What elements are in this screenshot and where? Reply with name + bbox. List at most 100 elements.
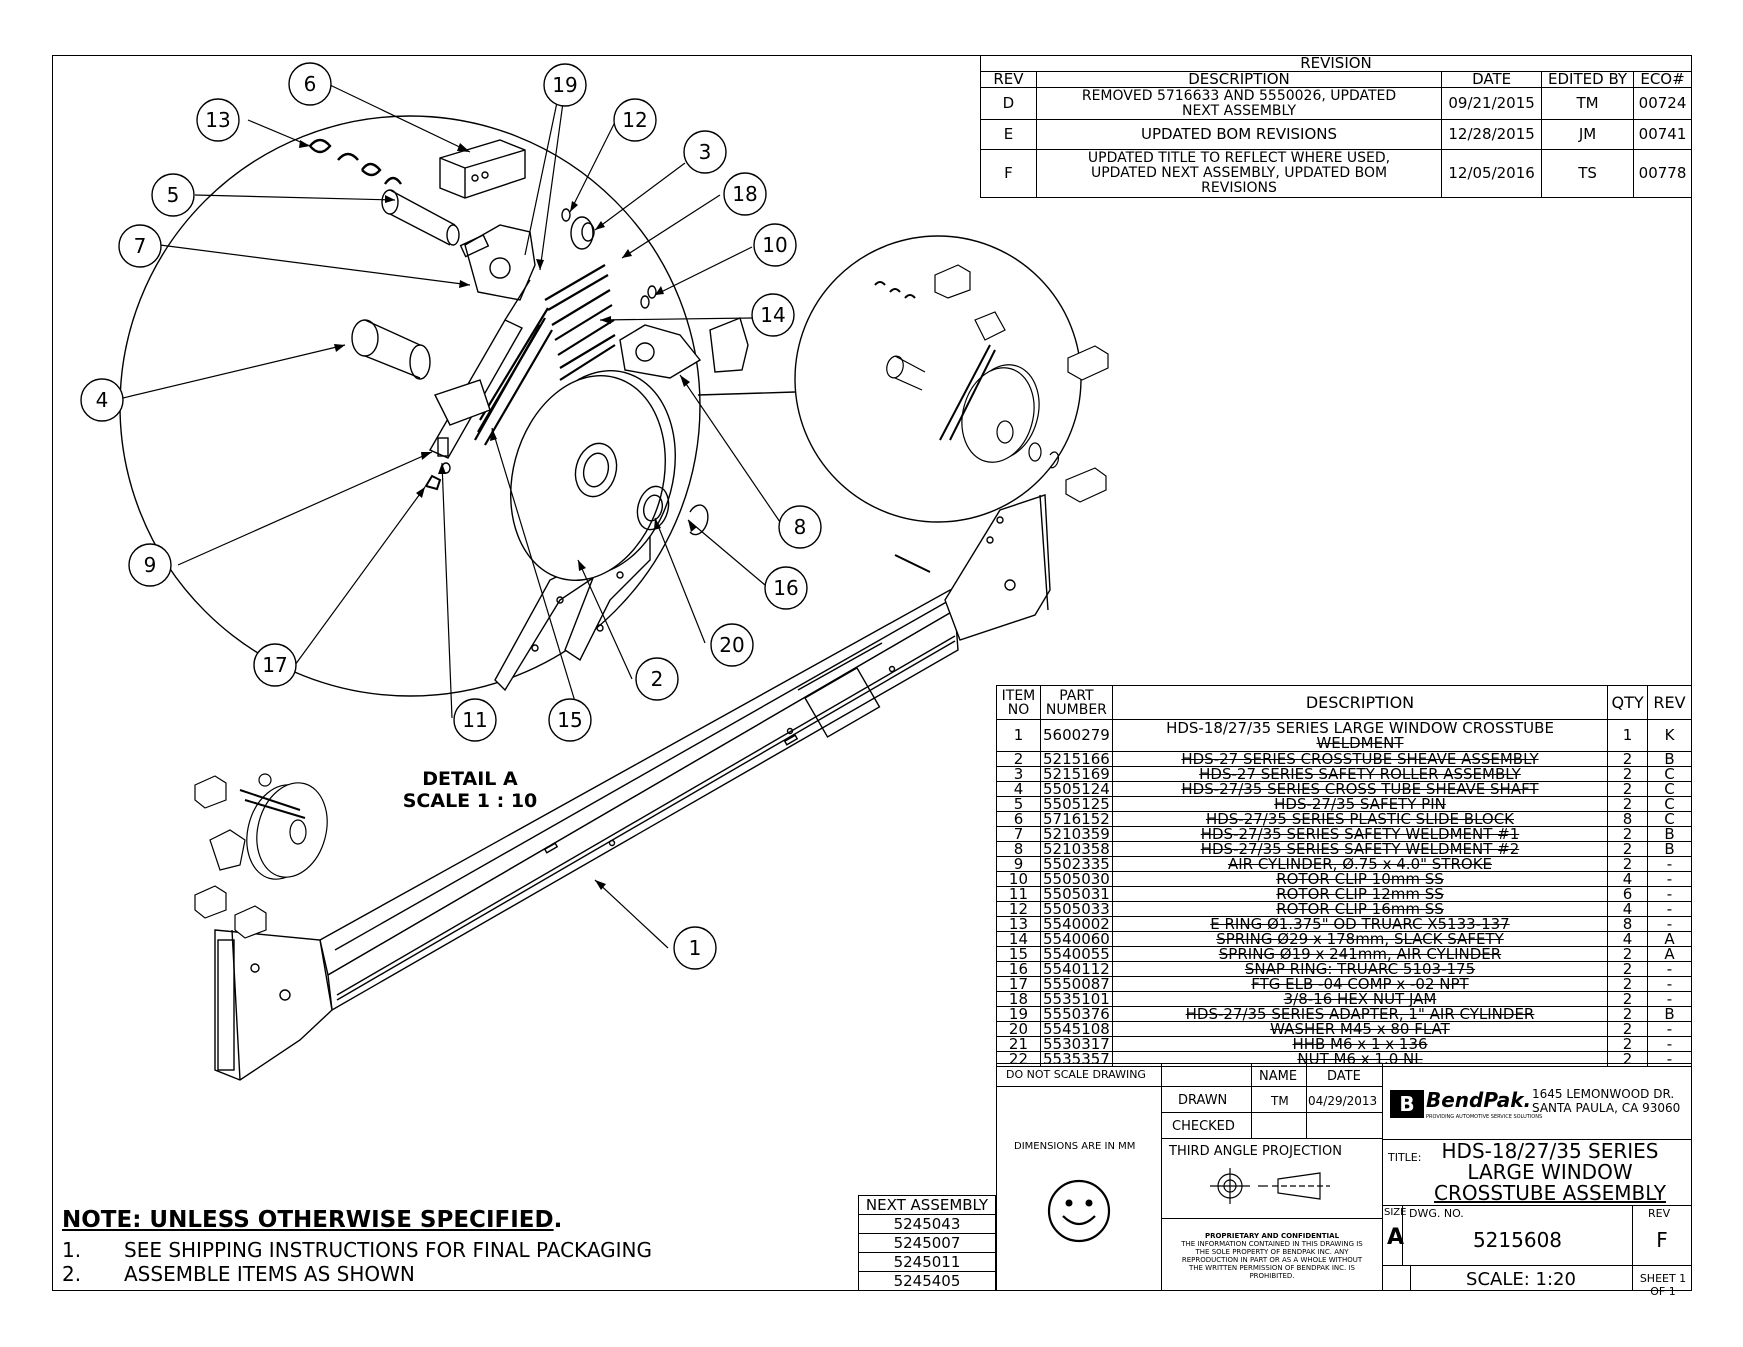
svg-text:14: 14: [760, 303, 785, 327]
next-assembly-row: 5245011: [858, 1252, 996, 1272]
leader-arrows: [299, 140, 697, 890]
balloon-6: 6: [288, 62, 332, 106]
rev-label: REV: [1648, 1207, 1671, 1220]
bendpak-logo-icon: B: [1390, 1090, 1424, 1118]
balloon-15: 15: [548, 698, 592, 742]
svg-text:12: 12: [622, 108, 647, 132]
springs: [474, 264, 616, 446]
smiley-icon: [1047, 1179, 1111, 1243]
svg-text:6: 6: [304, 72, 317, 96]
next-assembly-row: 5245007: [858, 1233, 996, 1253]
svg-text:7: 7: [134, 234, 147, 258]
revision-row: E UPDATED BOM REVISIONS 12/28/2015 JM 00…: [980, 119, 1692, 150]
balloon-10: 10: [753, 223, 797, 267]
projection-label: THIRD ANGLE PROJECTION: [1169, 1144, 1342, 1159]
description-header: DESCRIPTION: [1111, 685, 1609, 720]
svg-text:19: 19: [552, 73, 577, 97]
rev-header: REV: [1647, 685, 1692, 720]
svg-text:20: 20: [719, 633, 744, 657]
svg-text:5: 5: [167, 183, 180, 207]
detail-label: DETAIL A SCALE 1 : 10: [402, 768, 538, 812]
e-rings: [309, 138, 402, 185]
balloon-19: 19: [543, 63, 587, 107]
balloon-1: 1: [673, 926, 717, 970]
balloon-3: 3: [683, 130, 727, 174]
left-mini-assembly: [194, 773, 328, 939]
balloon-11: 11: [453, 698, 497, 742]
checked-label: CHECKED: [1172, 1119, 1235, 1134]
balloon-8: 8: [778, 505, 822, 549]
slide-block: [439, 139, 526, 199]
balloon-16: 16: [764, 566, 808, 610]
svg-text:2: 2: [651, 667, 664, 691]
balloon-2: 2: [635, 657, 679, 701]
balloon-7: 7: [118, 224, 162, 268]
company-tagline: PROVIDING AUTOMOTIVE SERVICE SOLUTIONS: [1426, 1114, 1543, 1120]
note-item: 2.ASSEMBLE ITEMS AS SHOWN: [62, 1262, 415, 1286]
title-label: TITLE:: [1388, 1151, 1422, 1164]
balloon-5: 5: [151, 173, 195, 217]
bom-row: 1 5600279 HDS-18/27/35 SERIES LARGE WIND…: [996, 719, 1692, 752]
right-detail-parts: [874, 264, 1109, 503]
company-name: BendPak.: [1426, 1088, 1532, 1112]
next-assembly-row: 5245043: [858, 1214, 996, 1234]
svg-text:8: 8: [794, 515, 807, 539]
svg-text:17: 17: [262, 653, 287, 677]
drawing-number: 5215608: [1472, 1228, 1563, 1252]
notes-title: NOTE: UNLESS OTHERWISE SPECIFIED.: [62, 1207, 563, 1233]
next-assembly-header: NEXT ASSEMBLY: [858, 1195, 996, 1215]
drawn-label: DRAWN: [1178, 1093, 1228, 1108]
balloon-14: 14: [751, 293, 795, 337]
drawn-by: TM: [1271, 1094, 1289, 1108]
sheave-shaft: [351, 319, 431, 380]
date-header: DATE: [1441, 71, 1543, 88]
svg-text:9: 9: [144, 553, 157, 577]
safety-weldment-2: [619, 317, 749, 379]
safety-weldment-1: [459, 224, 536, 301]
size-label: SIZE: [1384, 1207, 1407, 1218]
balloon-18: 18: [723, 172, 767, 216]
proprietary-notice: PROPRIETARY AND CONFIDENTIAL THE INFORMA…: [1181, 1232, 1363, 1280]
balloon-12: 12: [613, 98, 657, 142]
crosstube-weldment: [214, 494, 1051, 1081]
name-header: NAME: [1259, 1069, 1298, 1084]
third-angle-projection-icon: [1210, 1168, 1330, 1204]
drawn-date: 04/29/2013: [1308, 1094, 1378, 1108]
svg-text:16: 16: [773, 576, 798, 600]
address-line-2: SANTA PAULA, CA 93060: [1532, 1101, 1681, 1115]
drawing-border: [52, 55, 1692, 1291]
svg-text:18: 18: [732, 182, 757, 206]
drawing-title: HDS-18/27/35 SERIES LARGE WINDOW CROSSTU…: [1434, 1139, 1666, 1205]
dimensions-label: DIMENSIONS ARE IN MM: [1014, 1141, 1136, 1152]
rev-header: REV: [980, 71, 1037, 88]
revision-table: REVISION REV DESCRIPTION DATE EDITED BY …: [980, 55, 1692, 198]
sheet-size: A: [1387, 1225, 1405, 1250]
qty-header: QTY: [1607, 685, 1649, 720]
revision-row: F UPDATED TITLE TO REFLECT WHERE USED,UP…: [980, 149, 1692, 198]
revision-title: REVISION: [980, 55, 1692, 72]
balloon-13: 13: [196, 98, 240, 142]
svg-text:15: 15: [557, 708, 582, 732]
date-header: DATE: [1327, 1069, 1361, 1084]
